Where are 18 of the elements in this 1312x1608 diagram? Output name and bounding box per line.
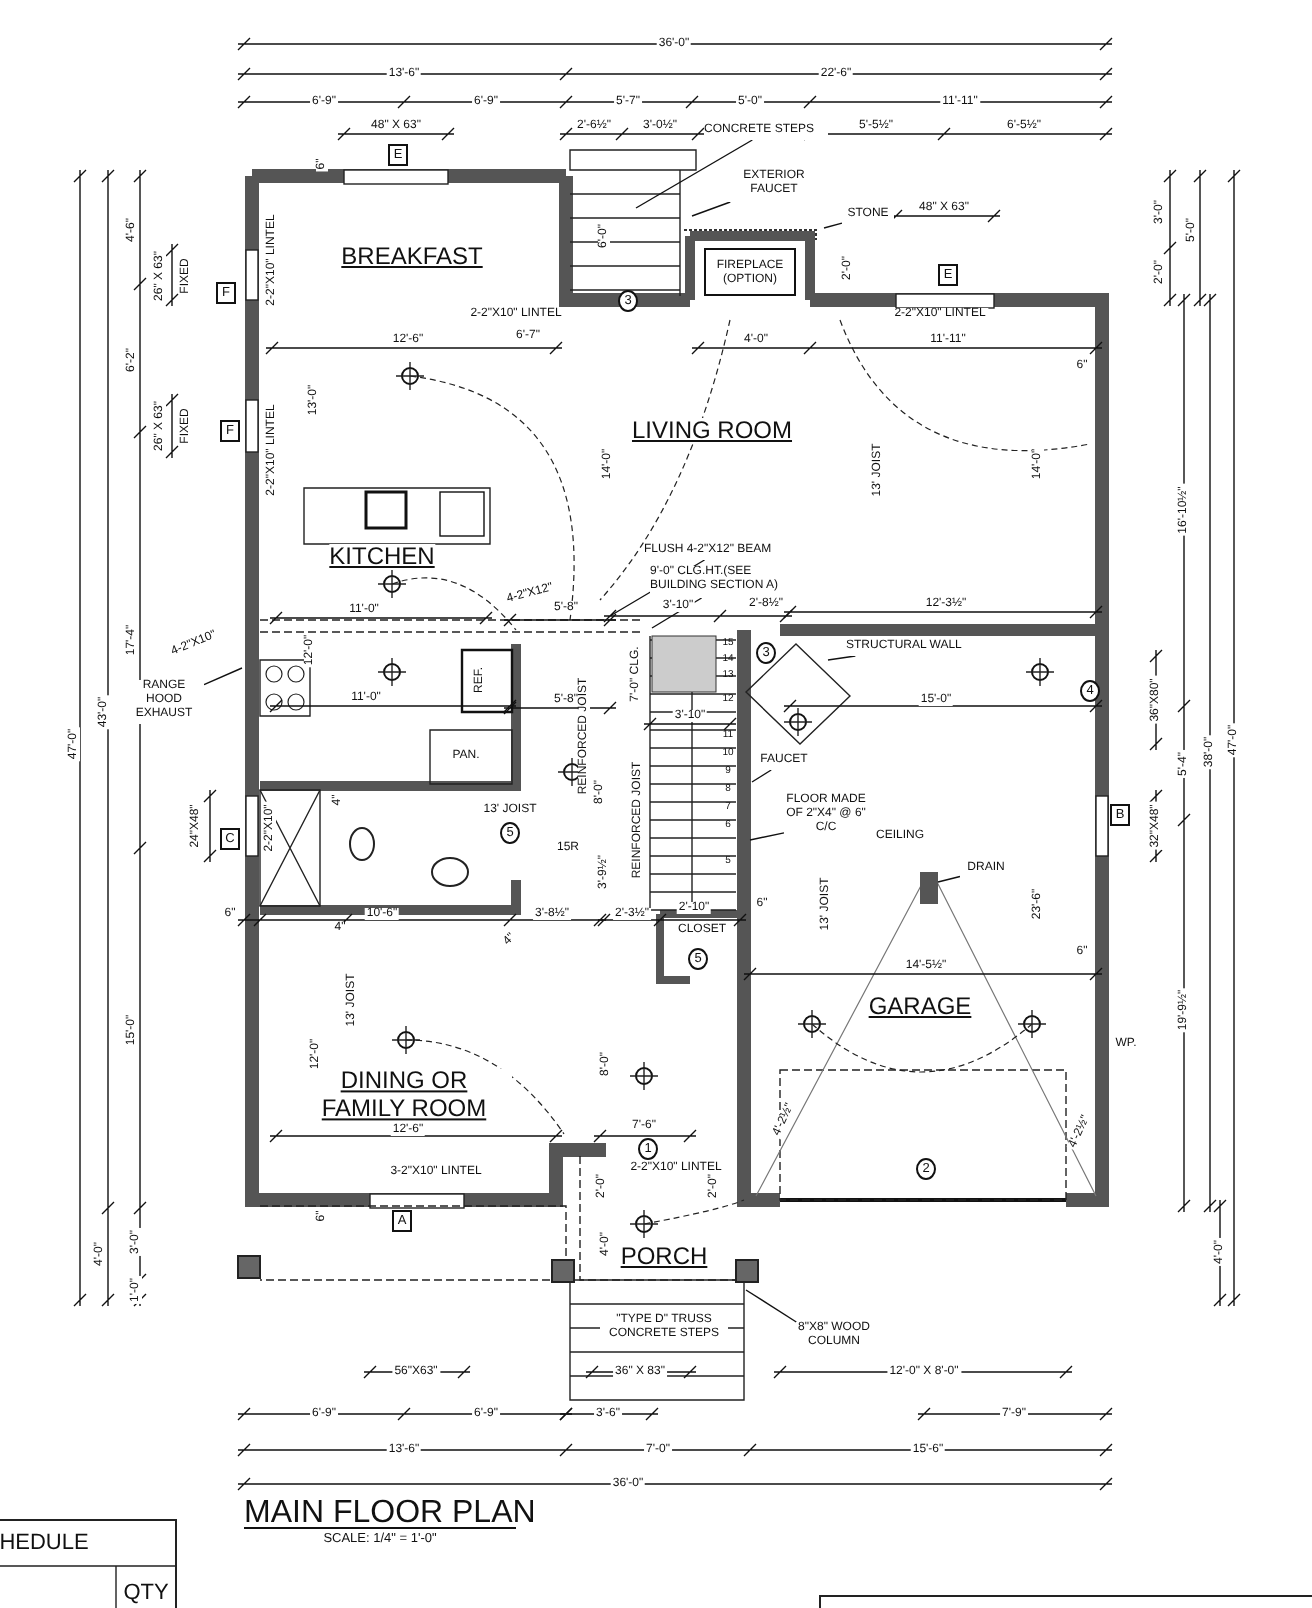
leader-line xyxy=(827,655,857,661)
leader-line xyxy=(651,597,703,629)
leader-line xyxy=(749,832,785,841)
table-text: QTY xyxy=(121,1583,171,1605)
drawing-title: MAIN FLOOR PLAN xyxy=(244,1496,536,1532)
room-name: KITCHEN xyxy=(329,544,435,568)
leader-line xyxy=(691,201,731,217)
leader-line xyxy=(823,222,843,229)
room-name: GARAGE xyxy=(868,994,972,1018)
leader-line xyxy=(635,139,754,209)
leader-line xyxy=(937,875,961,883)
leader-line xyxy=(203,667,243,686)
room-name: PORCH xyxy=(620,1244,708,1268)
room-name: LIVING ROOM xyxy=(632,418,792,442)
table-text: HEDULE xyxy=(0,1533,91,1555)
leader-line xyxy=(751,769,772,783)
leader-line xyxy=(745,1289,797,1323)
room-name: BREAKFAST xyxy=(341,244,483,268)
